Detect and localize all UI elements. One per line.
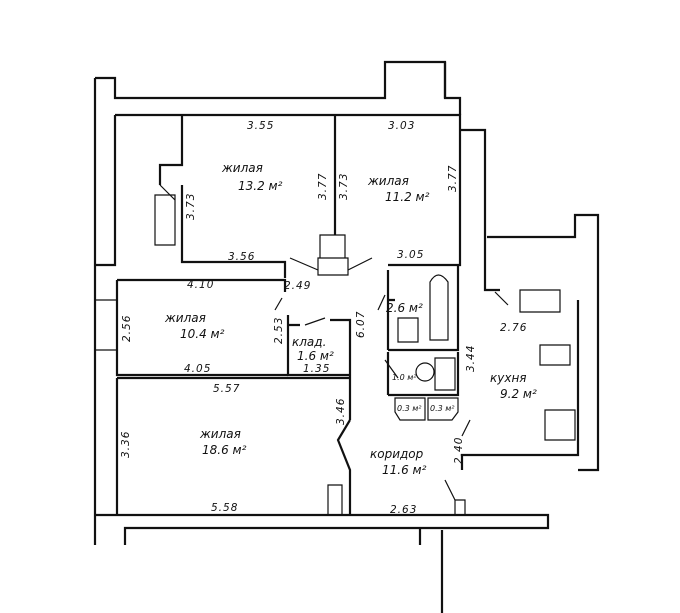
dimension-label: 4.05 — [184, 363, 211, 375]
room-name-bedroom-11: жилая — [367, 174, 409, 188]
room-area-corridor: 11.6 м² — [382, 463, 427, 477]
dimension-label: 2.53 — [273, 317, 285, 344]
dimension-label: 3.05 — [397, 249, 424, 261]
room-name-storage: клад. — [292, 335, 326, 349]
dimension-label: 3.55 — [247, 120, 274, 132]
dimension-label: 3.73 — [185, 193, 197, 220]
room-area-bathroom: 2.6 м² — [386, 301, 423, 315]
dimension-label: 2.49 — [284, 280, 311, 292]
dimension-label: 2.56 — [121, 315, 133, 342]
dimension-label: 3.36 — [120, 431, 132, 458]
dimension-label: 3.46 — [335, 398, 347, 425]
dimension-label: 3.44 — [465, 345, 477, 372]
room-area-storage: 1.6 м² — [297, 349, 334, 363]
dimension-label: 2.76 — [500, 322, 527, 334]
dimension-label: 5.58 — [211, 502, 238, 514]
dimension-label: 3.77 — [447, 165, 459, 192]
room-area-bedroom-11: 11.2 м² — [385, 190, 430, 204]
room-area-bedroom-10: 10.4 м² — [180, 327, 225, 341]
dimension-label: 1.35 — [303, 363, 330, 375]
room-area-living: 18.6 м² — [202, 443, 247, 457]
room-name-kitchen: кухня — [490, 371, 527, 385]
room-name-bedroom-13: жилая — [221, 161, 263, 175]
room-name-bedroom-10: жилая — [164, 311, 206, 325]
dimension-label: 3.56 — [228, 251, 255, 263]
dimension-label: 2.63 — [390, 504, 417, 516]
dimension-label: 4.10 — [187, 279, 214, 291]
dimension-label: 3.73 — [338, 173, 350, 200]
dimension-label: 5.57 — [213, 383, 240, 395]
room-name-living: жилая — [199, 427, 241, 441]
walls — [93, 60, 600, 613]
room-area-toilet: 1.0 м² — [392, 373, 417, 382]
room-area-closet-1: 0.3 м² — [397, 404, 422, 413]
dimension-label: 3.03 — [388, 120, 415, 132]
room-area-bedroom-13: 13.2 м² — [238, 179, 283, 193]
room-area-closet-2: 0.3 м² — [430, 404, 455, 413]
dimension-label: 3.77 — [317, 173, 329, 200]
dimension-label: 6.07 — [355, 311, 367, 338]
room-name-corridor: коридор — [370, 447, 424, 461]
dimension-label: 2.40 — [453, 437, 465, 464]
room-area-kitchen: 9.2 м² — [500, 387, 537, 401]
